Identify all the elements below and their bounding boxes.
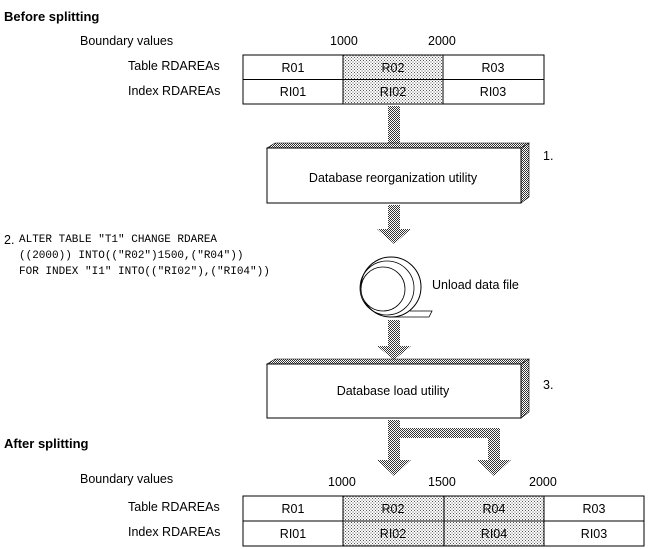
after-boundary-1500: 1500 xyxy=(428,475,456,489)
before-row-label-index: Index RDAREAs xyxy=(128,84,221,98)
before-cell-ri01: RI01 xyxy=(280,85,306,99)
flow-arrow-shaft-1 xyxy=(388,106,400,148)
before-row-label-table: Table RDAREAs xyxy=(128,59,220,73)
load-utility-label: Database load utility xyxy=(337,384,450,398)
step2-number: 2. xyxy=(4,233,15,247)
after-cell-ri02: RI02 xyxy=(380,527,406,541)
flow-arrow-3 xyxy=(377,320,411,360)
reorg-utility-box: Database reorganization utility xyxy=(265,142,531,204)
before-cell-r01: R01 xyxy=(282,61,305,75)
before-boundary-label: Boundary values xyxy=(80,34,174,48)
after-row-label-table: Table RDAREAs xyxy=(128,500,220,514)
unload-data-file-label: Unload data file xyxy=(432,278,519,292)
reorg-utility-label: Database reorganization utility xyxy=(309,171,478,185)
before-cell-ri02: RI02 xyxy=(380,85,406,99)
unload-data-file-icon xyxy=(359,256,433,318)
after-table: R01 R02 R04 R03 RI01 RI02 RI04 RI03 xyxy=(242,495,645,547)
after-row-label-index: Index RDAREAs xyxy=(128,525,221,539)
step2-line-2: ((2000)) INTO(("R02")1500,("R04")) xyxy=(19,250,244,262)
after-cell-r01: R01 xyxy=(282,502,305,516)
load-utility-box: Database load utility xyxy=(265,358,531,419)
before-cell-r02: R02 xyxy=(382,61,405,75)
step2-line-3: FOR INDEX "I1" INTO(("RI02"),("RI04")) xyxy=(19,266,270,278)
after-cell-ri03: RI03 xyxy=(581,527,607,541)
before-heading: Before splitting xyxy=(4,9,100,24)
before-table: R01 R02 R03 RI01 RI02 RI03 xyxy=(242,54,545,105)
after-boundary-1000: 1000 xyxy=(328,475,356,489)
after-boundary-2000: 2000 xyxy=(529,475,557,489)
after-heading: After splitting xyxy=(4,436,89,451)
step2-line-1: ALTER TABLE "T1" CHANGE RDAREA xyxy=(19,234,218,246)
after-cell-ri01: RI01 xyxy=(280,527,306,541)
before-cell-ri03: RI03 xyxy=(480,85,506,99)
after-cell-r02: R02 xyxy=(382,502,405,516)
before-cell-r03: R03 xyxy=(482,61,505,75)
after-cell-r03: R03 xyxy=(583,502,606,516)
after-cell-ri04: RI04 xyxy=(481,527,507,541)
after-cell-r04: R04 xyxy=(483,502,506,516)
flow-arrow-2 xyxy=(377,205,411,244)
step1-number: 1. xyxy=(543,149,554,163)
before-boundary-1000: 1000 xyxy=(330,34,358,48)
after-boundary-label: Boundary values xyxy=(80,472,174,486)
before-boundary-2000: 2000 xyxy=(428,34,456,48)
flow-arrow-split xyxy=(377,420,511,476)
step3-number: 3. xyxy=(543,378,554,392)
